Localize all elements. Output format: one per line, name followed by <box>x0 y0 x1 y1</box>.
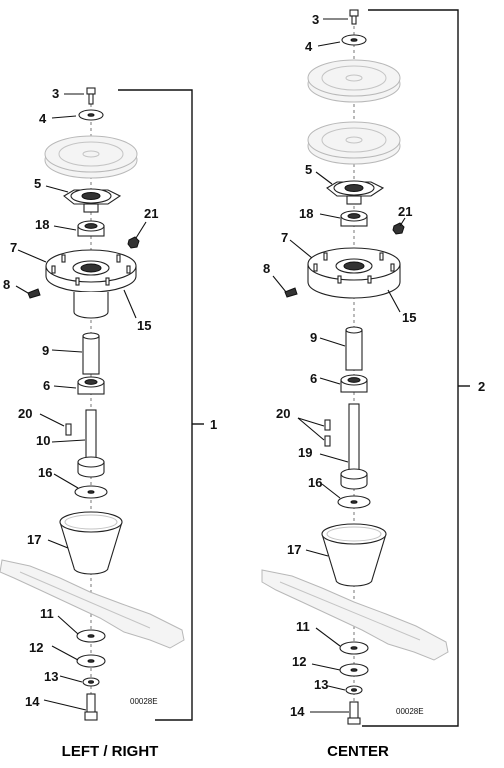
left-callout: 7 <box>10 240 17 255</box>
left-assembly-bracket: 1 <box>118 89 217 721</box>
left-part-20-key <box>65 423 72 436</box>
left-callout: 18 <box>35 217 49 232</box>
center-callout: 19 <box>298 445 312 460</box>
center-leader-lines <box>272 18 406 713</box>
center-part-11-washer <box>339 641 369 655</box>
center-callout: 11 <box>296 619 310 634</box>
left-part-14-bolt <box>84 693 98 721</box>
left-callout: 20 <box>18 406 32 421</box>
left-callout: 16 <box>38 465 52 480</box>
center-part-17-cup <box>321 523 387 587</box>
left-part-11-washer <box>76 629 106 643</box>
left-callout: 17 <box>27 532 41 547</box>
left-part-16-washer <box>74 485 108 499</box>
left-part-8-grease-fitting <box>27 288 41 299</box>
center-part-6-bearing <box>340 374 368 393</box>
left-blade-ghost <box>0 559 185 649</box>
left-part-6-bearing <box>77 376 105 395</box>
center-callout: 4 <box>305 39 313 54</box>
center-part-14-bolt <box>347 701 361 725</box>
center-part-7-housing <box>307 247 401 299</box>
center-part-19-spindle <box>340 403 368 490</box>
center-callout: 20 <box>276 406 290 421</box>
center-callout: 16 <box>308 475 322 490</box>
center-part-9-spacer <box>345 326 363 371</box>
left-callout: 21 <box>144 206 158 221</box>
center-callout: 8 <box>263 261 270 276</box>
left-part-4-washer <box>78 109 104 121</box>
left-callout: 11 <box>40 606 54 621</box>
center-part-8-grease-fitting <box>284 287 298 298</box>
center-callout: 21 <box>398 204 412 219</box>
center-drawing-code: 00028E <box>396 707 424 716</box>
left-pulley-ghost <box>44 135 138 179</box>
center-callout: 7 <box>281 230 288 245</box>
left-part-12-washer <box>76 654 106 668</box>
left-part-13-lock-washer <box>82 677 100 687</box>
left-callout: 8 <box>3 277 10 292</box>
center-callout: 3 <box>312 12 319 27</box>
left-part-17-cup <box>59 511 123 575</box>
center-part-3-bolt <box>349 9 359 25</box>
left-heading: LEFT / RIGHT <box>62 743 159 760</box>
center-callout: 15 <box>402 310 416 325</box>
left-part-7-housing <box>45 249 137 319</box>
left-part-3-bolt <box>86 87 96 105</box>
center-part-4-washer <box>341 34 367 46</box>
center-part-16-washer <box>337 495 371 509</box>
center-part-5-hub <box>326 180 385 205</box>
center-blade-ghost <box>261 569 449 661</box>
left-part-21-nut <box>127 236 140 249</box>
center-bracket-label: 2 <box>478 379 485 394</box>
left-callout: 9 <box>42 343 49 358</box>
center-part-13-lock-washer <box>345 685 363 695</box>
center-callout: 6 <box>310 371 317 386</box>
left-right-assembly: 3 4 5 18 21 7 8 15 9 6 20 10 16 17 11 12… <box>0 86 217 760</box>
left-callout: 12 <box>29 640 43 655</box>
left-callout: 4 <box>39 111 47 126</box>
left-callout: 3 <box>52 86 59 101</box>
center-part-21-nut <box>392 222 405 235</box>
center-callout: 13 <box>314 677 328 692</box>
center-callout: 5 <box>305 162 312 177</box>
center-pulley-ghost-lower <box>307 121 401 165</box>
center-assembly-bracket: 2 <box>362 9 485 727</box>
left-callout: 14 <box>25 694 40 709</box>
center-part-20-keys <box>324 419 331 447</box>
center-callout: 9 <box>310 330 317 345</box>
left-drawing-code: 00028E <box>130 697 158 706</box>
left-part-5-hub <box>63 188 122 213</box>
left-bracket-label: 1 <box>210 417 217 432</box>
center-callout: 12 <box>292 654 306 669</box>
left-callout: 10 <box>36 433 50 448</box>
left-part-18-bearing <box>77 220 105 237</box>
left-part-9-spacer <box>82 332 100 375</box>
center-heading: CENTER <box>327 743 389 760</box>
center-callout: 17 <box>287 542 301 557</box>
left-callout: 15 <box>137 318 151 333</box>
left-callout: 6 <box>43 378 50 393</box>
left-callout: 13 <box>44 669 58 684</box>
center-part-18-bearing <box>340 210 368 227</box>
center-callout: 14 <box>290 704 305 719</box>
center-callout: 18 <box>299 206 313 221</box>
center-assembly: 3 4 5 18 21 7 8 15 9 6 20 19 16 17 11 12… <box>261 9 485 760</box>
left-part-10-spindle <box>77 409 105 478</box>
left-callout: 5 <box>34 176 41 191</box>
center-part-12-washer <box>339 663 369 677</box>
center-callouts: 3 4 5 18 21 7 8 15 9 6 20 19 16 17 11 12… <box>263 12 416 719</box>
left-callouts: 3 4 5 18 21 7 8 15 9 6 20 10 16 17 11 12… <box>3 86 158 709</box>
left-leader-lines <box>15 93 147 711</box>
center-pulley-ghost-upper <box>307 59 401 103</box>
